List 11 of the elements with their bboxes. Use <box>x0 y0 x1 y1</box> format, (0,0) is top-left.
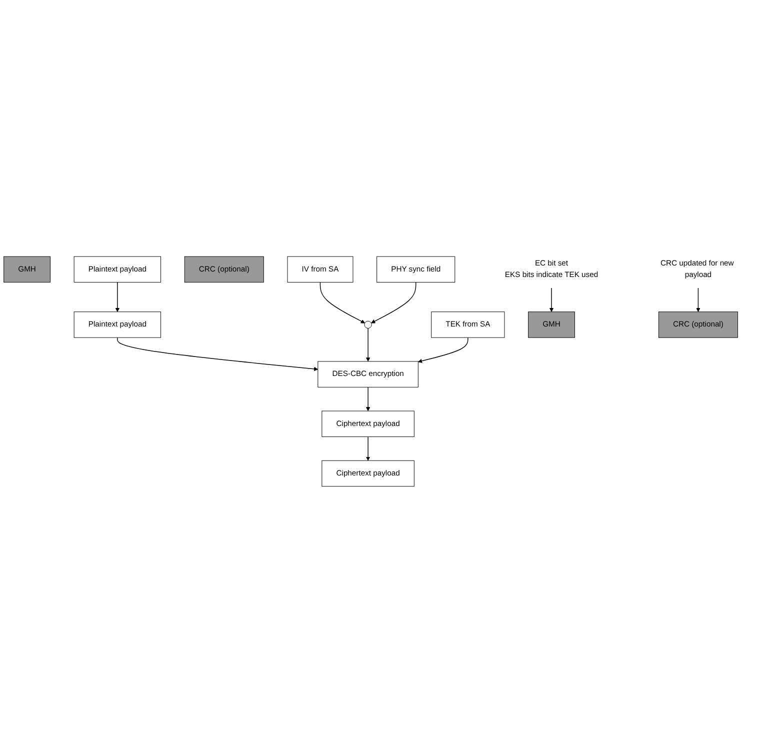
arrow <box>696 288 700 312</box>
arrow <box>320 282 366 324</box>
arrow <box>366 436 370 462</box>
arrow <box>366 387 370 412</box>
arrow <box>418 338 468 364</box>
arrow <box>549 288 554 312</box>
node-circle <box>364 321 372 329</box>
arrow <box>371 282 416 324</box>
arrow <box>366 328 370 362</box>
arrow <box>115 282 120 312</box>
arrow <box>117 338 318 372</box>
